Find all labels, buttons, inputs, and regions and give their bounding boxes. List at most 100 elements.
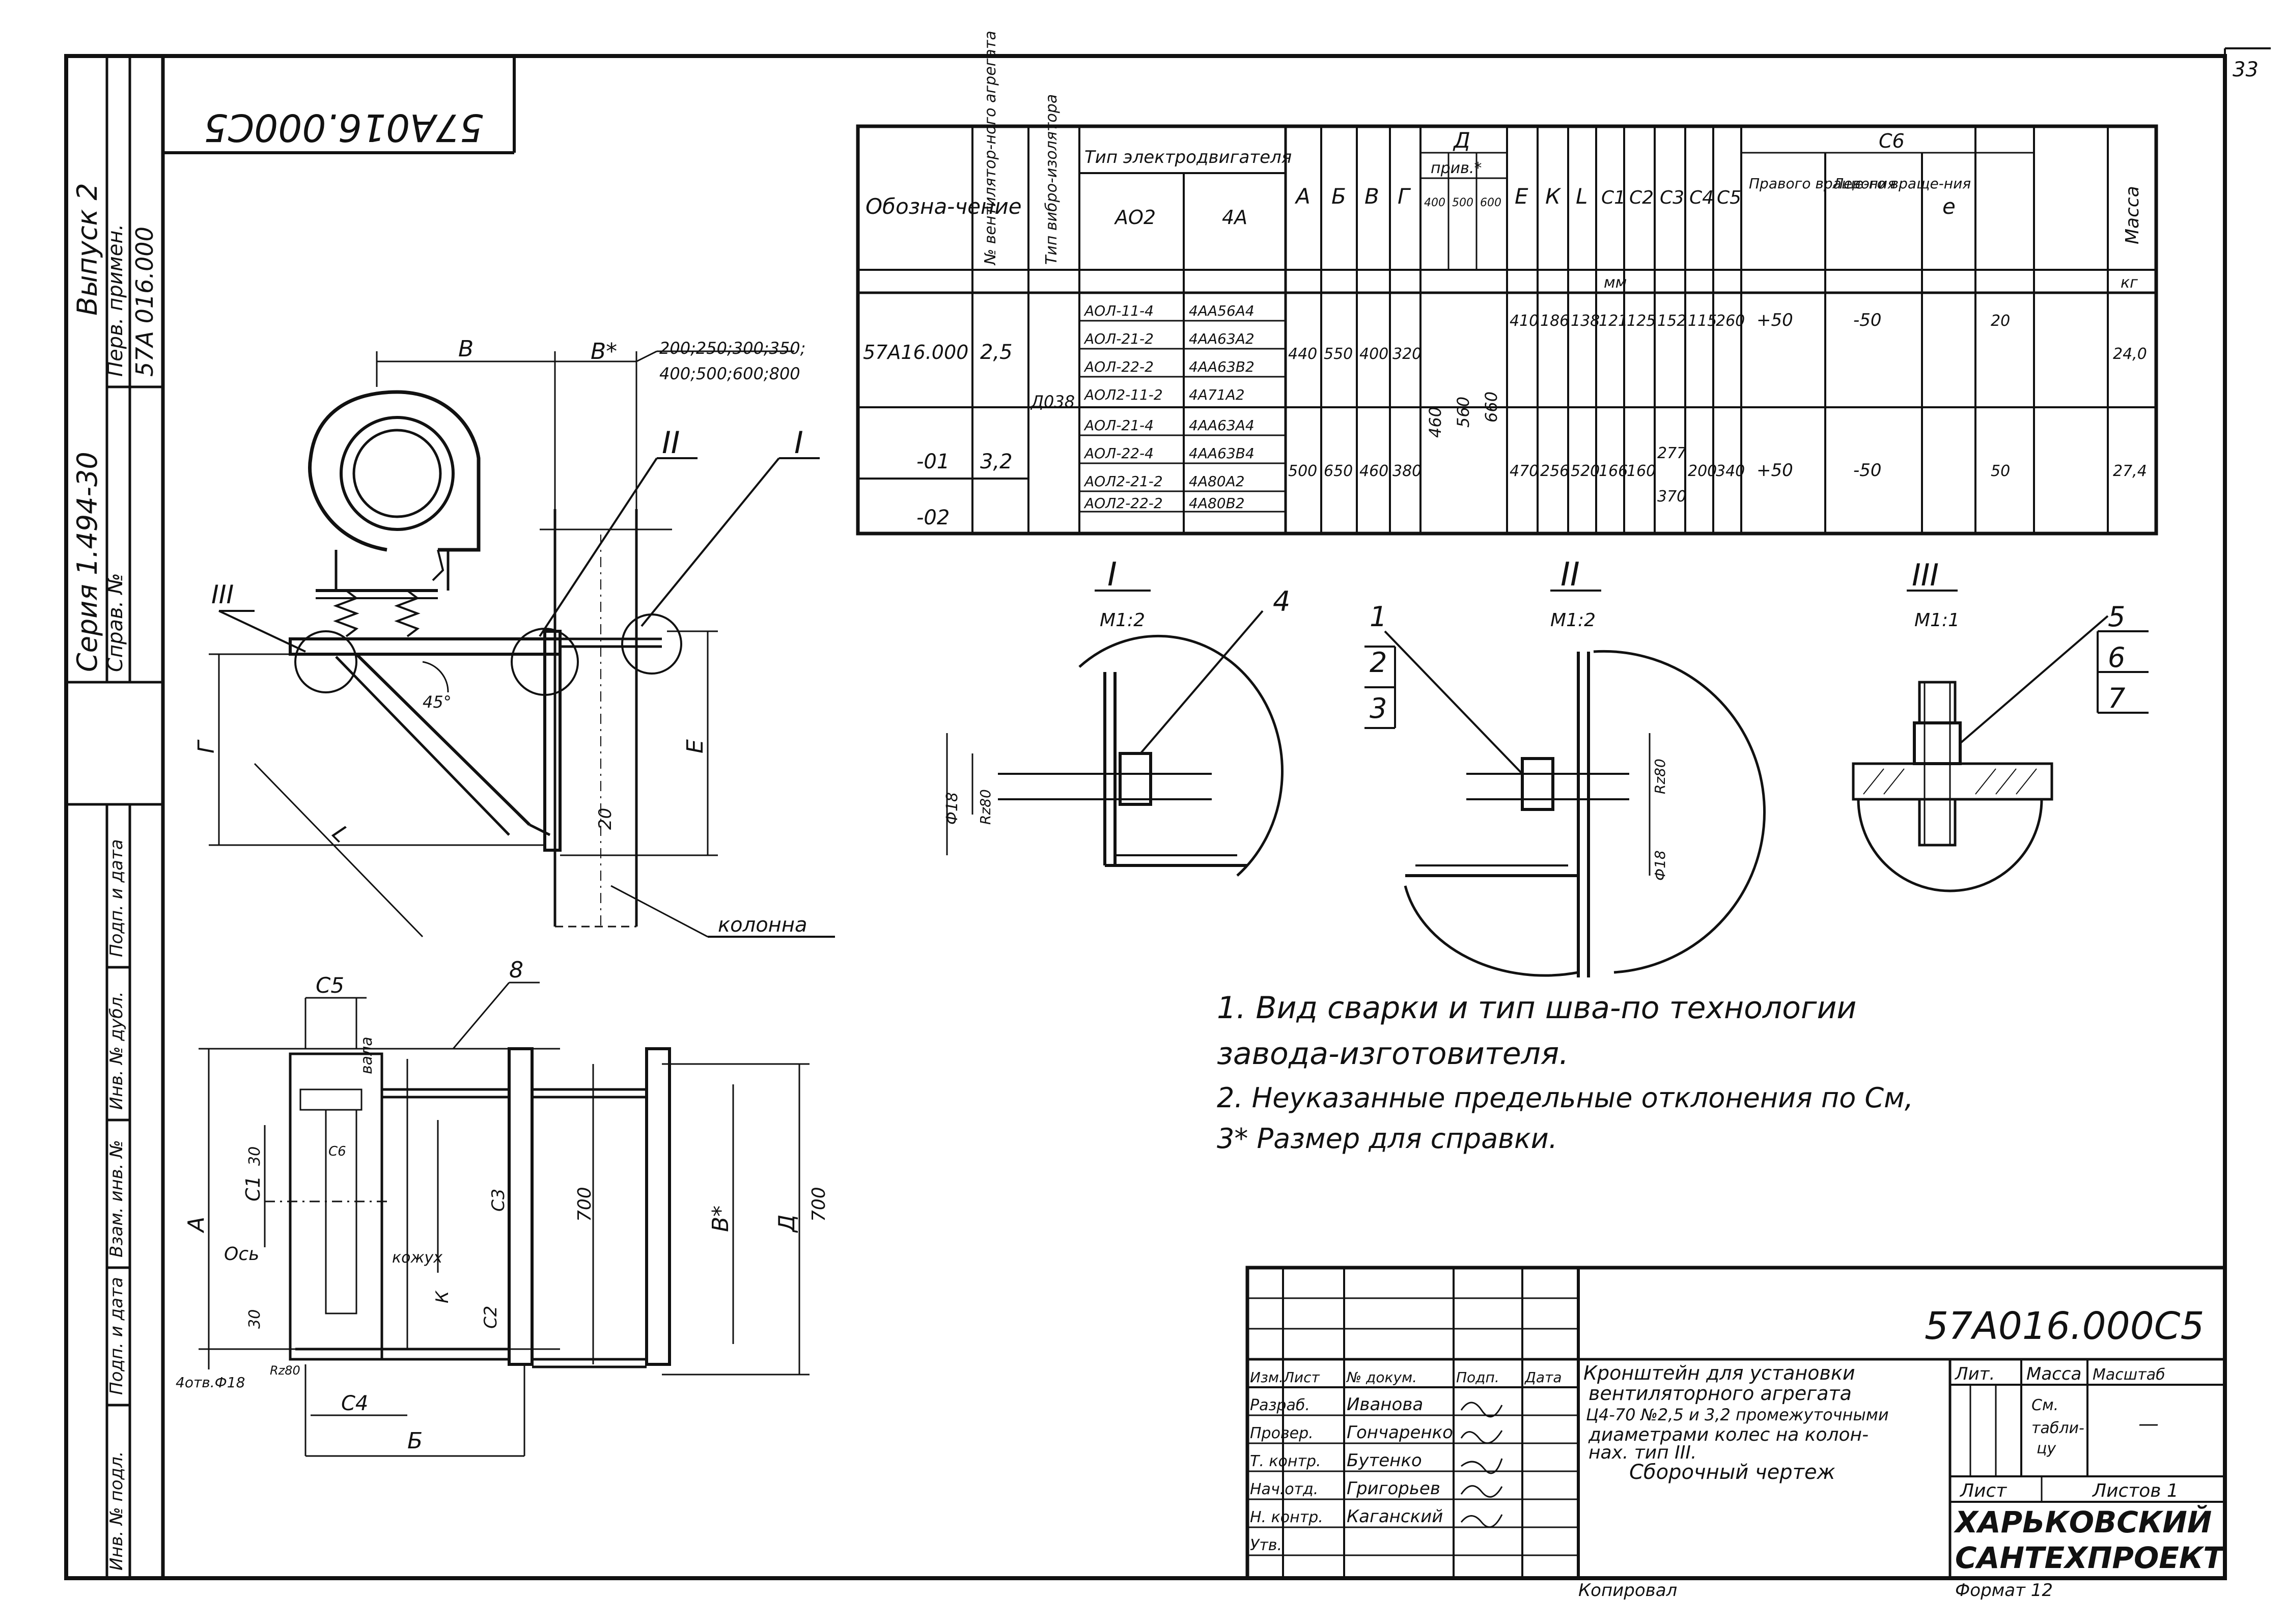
- detail-I-scale: М1:2: [1100, 610, 1145, 631]
- detail-III-scale: М1:1: [1914, 610, 1960, 631]
- plan-d: Д: [774, 1215, 800, 1233]
- r0-e: 410: [1510, 312, 1539, 330]
- primary-use-code: 57A 016.000: [131, 227, 158, 377]
- motor-4a-6: 4А80А2: [1189, 473, 1245, 490]
- tb-mass-v1: См.: [2031, 1396, 2058, 1414]
- r1-c3a: 277: [1657, 444, 1686, 462]
- tb-title-0: Кронштейн для установки: [1583, 1362, 1855, 1384]
- hdr-col-k: К: [1545, 184, 1562, 209]
- motor-ao2-5: АОЛ-22-4: [1083, 445, 1154, 462]
- hdr-mass: Масса: [2122, 186, 2143, 244]
- dim-v: В: [458, 336, 473, 362]
- tb-role-0: Разраб.: [1250, 1396, 1310, 1414]
- tb-mass-v2: табли-: [2031, 1419, 2084, 1437]
- tb-role-3: Нач.отд.: [1250, 1480, 1318, 1498]
- designation-stamp-box: [163, 56, 516, 154]
- plan-c3: С3: [488, 1189, 509, 1212]
- row1-fan: 3,2: [980, 450, 1013, 473]
- note-2: 2. Неуказанные предельные отклонения по …: [1217, 1082, 1913, 1114]
- motor-4a-4: 4АА63А4: [1189, 417, 1255, 434]
- plan-dim-a: А: [183, 1217, 209, 1234]
- dim-v-star: В*: [591, 339, 617, 365]
- detail-II-pos-boxes: [1364, 646, 1396, 729]
- tb-title-1: вентиляторного агрегата: [1589, 1382, 1852, 1405]
- detail-II-rz: Rz80: [1652, 759, 1668, 794]
- tb-format: Формат 12: [1955, 1580, 2053, 1601]
- r1-b: 650: [1324, 462, 1353, 480]
- spec-table-grid: [856, 124, 2158, 536]
- note-1a: 1. Вид сварки и тип шва-по технологии: [1217, 990, 1856, 1026]
- motor-4a-0: 4АА56А4: [1189, 302, 1255, 319]
- r1-c1: 166: [1599, 462, 1628, 480]
- dim-angle: 45°: [423, 692, 452, 712]
- issue-label: Выпуск 2: [71, 183, 103, 316]
- d-500: 560: [1454, 397, 1473, 428]
- r1-g: 380: [1392, 462, 1422, 480]
- r1-c6r: +50: [1757, 460, 1793, 481]
- hdr-d-400: 400: [1424, 197, 1445, 209]
- sheet-frame: [64, 47, 2271, 1580]
- tb-role-2: Т. контр.: [1250, 1452, 1321, 1470]
- plan-view: [199, 982, 810, 1457]
- primary-use-label: Перв. примен.: [104, 224, 127, 377]
- dim-sizes-1: 200;250;300;350;: [659, 339, 805, 358]
- plan-pos8: 8: [509, 957, 523, 983]
- plan-casing: кожух: [392, 1249, 442, 1267]
- plan-shaft: вала: [358, 1037, 376, 1074]
- hdr-right-rot: Правого враще-ния: [1749, 175, 1896, 192]
- detail-III-graphic: [1852, 590, 2149, 892]
- r0-v: 400: [1359, 345, 1388, 363]
- designation-upside-down: 57A016.000C5: [204, 105, 484, 149]
- motor-4a-1: 4АА63А2: [1189, 330, 1255, 347]
- r1-c5: 340: [1716, 462, 1745, 480]
- tb-name-1: Гончаренко: [1347, 1422, 1453, 1443]
- motor-ao2-6: АОЛ2-21-2: [1083, 473, 1163, 490]
- r0-c5: 260: [1716, 312, 1745, 330]
- page-number: 33: [2233, 58, 2259, 81]
- plan-c4: С4: [341, 1392, 368, 1415]
- vibro-value: Д038: [1030, 392, 1075, 411]
- hdr-d-600: 600: [1480, 197, 1501, 209]
- r0-b: 550: [1324, 345, 1353, 363]
- detail-mark-I: I: [794, 425, 803, 461]
- tb-h-sign: Подп.: [1456, 1369, 1499, 1386]
- r0-mass: 24,0: [2113, 345, 2147, 363]
- motor-4a-3: 4А71А2: [1189, 386, 1245, 403]
- r1-c3b: 370: [1657, 488, 1686, 506]
- motor-ao2-7: АОЛ2-22-2: [1083, 495, 1163, 512]
- hdr-unit-mm: мм: [1604, 274, 1627, 292]
- row0-designation: 57А16.000: [863, 341, 968, 363]
- hdr-col-d: Д: [1453, 128, 1470, 153]
- plan-700a: 700: [574, 1187, 595, 1222]
- detail-II-phi: Ф18: [1652, 850, 1668, 881]
- detail-III-pos7: 7: [2108, 682, 2125, 714]
- r1-k: 256: [1540, 462, 1569, 480]
- motor-4a-2: 4АА63В2: [1189, 358, 1255, 375]
- detail-II-pos2: 2: [1370, 647, 1387, 679]
- tb-scale-h: Масштаб: [2093, 1366, 2165, 1384]
- plan-holes: 4отв.Ф18: [176, 1374, 245, 1391]
- signature-marks: [1460, 1402, 1503, 1528]
- detail-I-pos4: 4: [1273, 585, 1290, 618]
- motor-4a-5: 4АА63В4: [1189, 445, 1255, 462]
- r0-a: 440: [1288, 345, 1317, 363]
- motor-ao2-0: АОЛ-11-4: [1083, 302, 1154, 319]
- detail-mark-III: III: [211, 580, 234, 609]
- tb-sheet: Лист: [1959, 1480, 2007, 1501]
- r0-g: 320: [1392, 345, 1422, 363]
- dim-e: Е: [682, 739, 708, 753]
- r1-e-small: 50: [1991, 462, 2010, 480]
- hdr-motor-ao2: АО2: [1113, 206, 1156, 229]
- tb-name-4: Каганский: [1347, 1506, 1443, 1527]
- hdr-vibro: Тип вибро-изолятора: [1043, 94, 1061, 265]
- hdr-col-c2: С2: [1629, 187, 1654, 208]
- tb-h-izm: Изм.Лист: [1250, 1369, 1320, 1386]
- hdr-col-e-small: е: [1942, 194, 1956, 219]
- row0-fan: 2,5: [980, 341, 1013, 364]
- d-400: 460: [1426, 407, 1445, 438]
- detail-III-pos6: 6: [2108, 641, 2125, 674]
- hdr-col-g: Г: [1398, 184, 1411, 209]
- dim-20: 20: [595, 808, 616, 830]
- tb-mass-v3: цу: [2037, 1440, 2056, 1458]
